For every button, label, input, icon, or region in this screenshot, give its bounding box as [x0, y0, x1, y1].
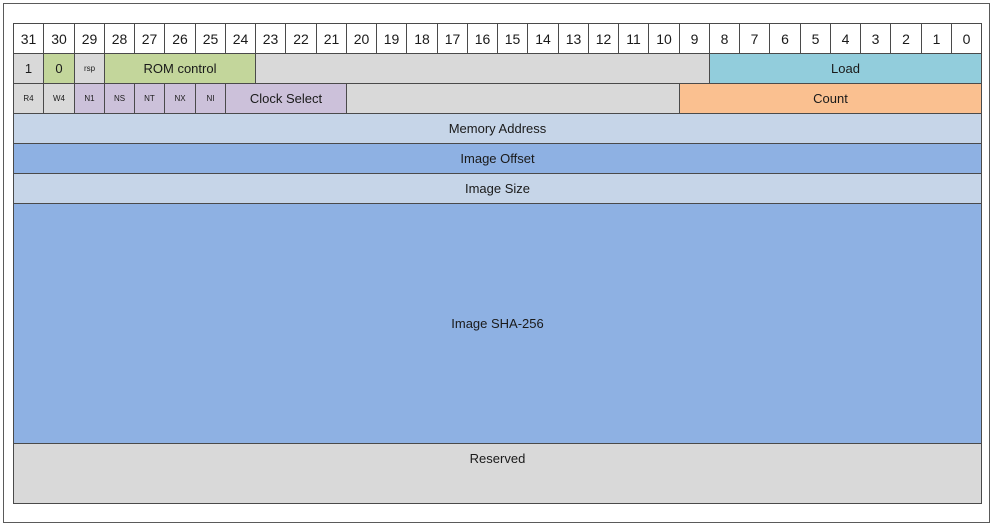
- field-reserved-word1: [346, 83, 680, 114]
- field-count: Count: [679, 83, 982, 114]
- bit-number-21: 21: [316, 23, 347, 54]
- bit-number-16: 16: [467, 23, 498, 54]
- field-reserved-word0: [255, 53, 710, 84]
- bit-number-17: 17: [437, 23, 468, 54]
- bit-number-3: 3: [860, 23, 891, 54]
- field-clock-select: Clock Select: [225, 83, 347, 114]
- bit-number-19: 19: [376, 23, 407, 54]
- bit-number-31: 31: [13, 23, 44, 54]
- bit-number-5: 5: [800, 23, 831, 54]
- bit-number-0: 0: [951, 23, 982, 54]
- flag-ns: NS: [104, 83, 135, 114]
- bit-number-11: 11: [618, 23, 649, 54]
- bit-number-25: 25: [195, 23, 226, 54]
- bit-number-2: 2: [890, 23, 922, 54]
- bit-number-9: 9: [679, 23, 710, 54]
- field-bit31: 1: [13, 53, 44, 84]
- row-reserved: Reserved: [13, 443, 982, 504]
- bit-number-1: 1: [921, 23, 952, 54]
- bit-number-8: 8: [709, 23, 740, 54]
- bit-number-28: 28: [104, 23, 135, 54]
- bit-number-29: 29: [74, 23, 105, 54]
- bit-number-24: 24: [225, 23, 256, 54]
- bit-number-6: 6: [769, 23, 801, 54]
- bit-number-14: 14: [527, 23, 559, 54]
- bit-number-30: 30: [43, 23, 75, 54]
- bit-number-12: 12: [588, 23, 619, 54]
- bit-number-4: 4: [830, 23, 861, 54]
- field-rsp: rsp: [74, 53, 105, 84]
- bit-number-20: 20: [346, 23, 377, 54]
- flag-w4: W4: [43, 83, 75, 114]
- bit-number-18: 18: [406, 23, 438, 54]
- field-rom-control: ROM control: [104, 53, 256, 84]
- bit-number-13: 13: [558, 23, 589, 54]
- bit-number-22: 22: [285, 23, 317, 54]
- bit-number-15: 15: [497, 23, 528, 54]
- flag-nt: NT: [134, 83, 165, 114]
- row-memory-address: Memory Address: [13, 113, 982, 144]
- bit-number-26: 26: [164, 23, 196, 54]
- flag-ni: NI: [195, 83, 226, 114]
- field-bit30: 0: [43, 53, 75, 84]
- row-image-offset: Image Offset: [13, 143, 982, 174]
- flag-n1: N1: [74, 83, 105, 114]
- row-image-size: Image Size: [13, 173, 982, 204]
- bit-number-7: 7: [739, 23, 770, 54]
- bit-number-23: 23: [255, 23, 286, 54]
- flag-r4: R4: [13, 83, 44, 114]
- field-load: Load: [709, 53, 982, 84]
- bit-number-10: 10: [648, 23, 680, 54]
- flag-nx: NX: [164, 83, 196, 114]
- row-image-sha256: Image SHA-256: [13, 203, 982, 444]
- bit-number-27: 27: [134, 23, 165, 54]
